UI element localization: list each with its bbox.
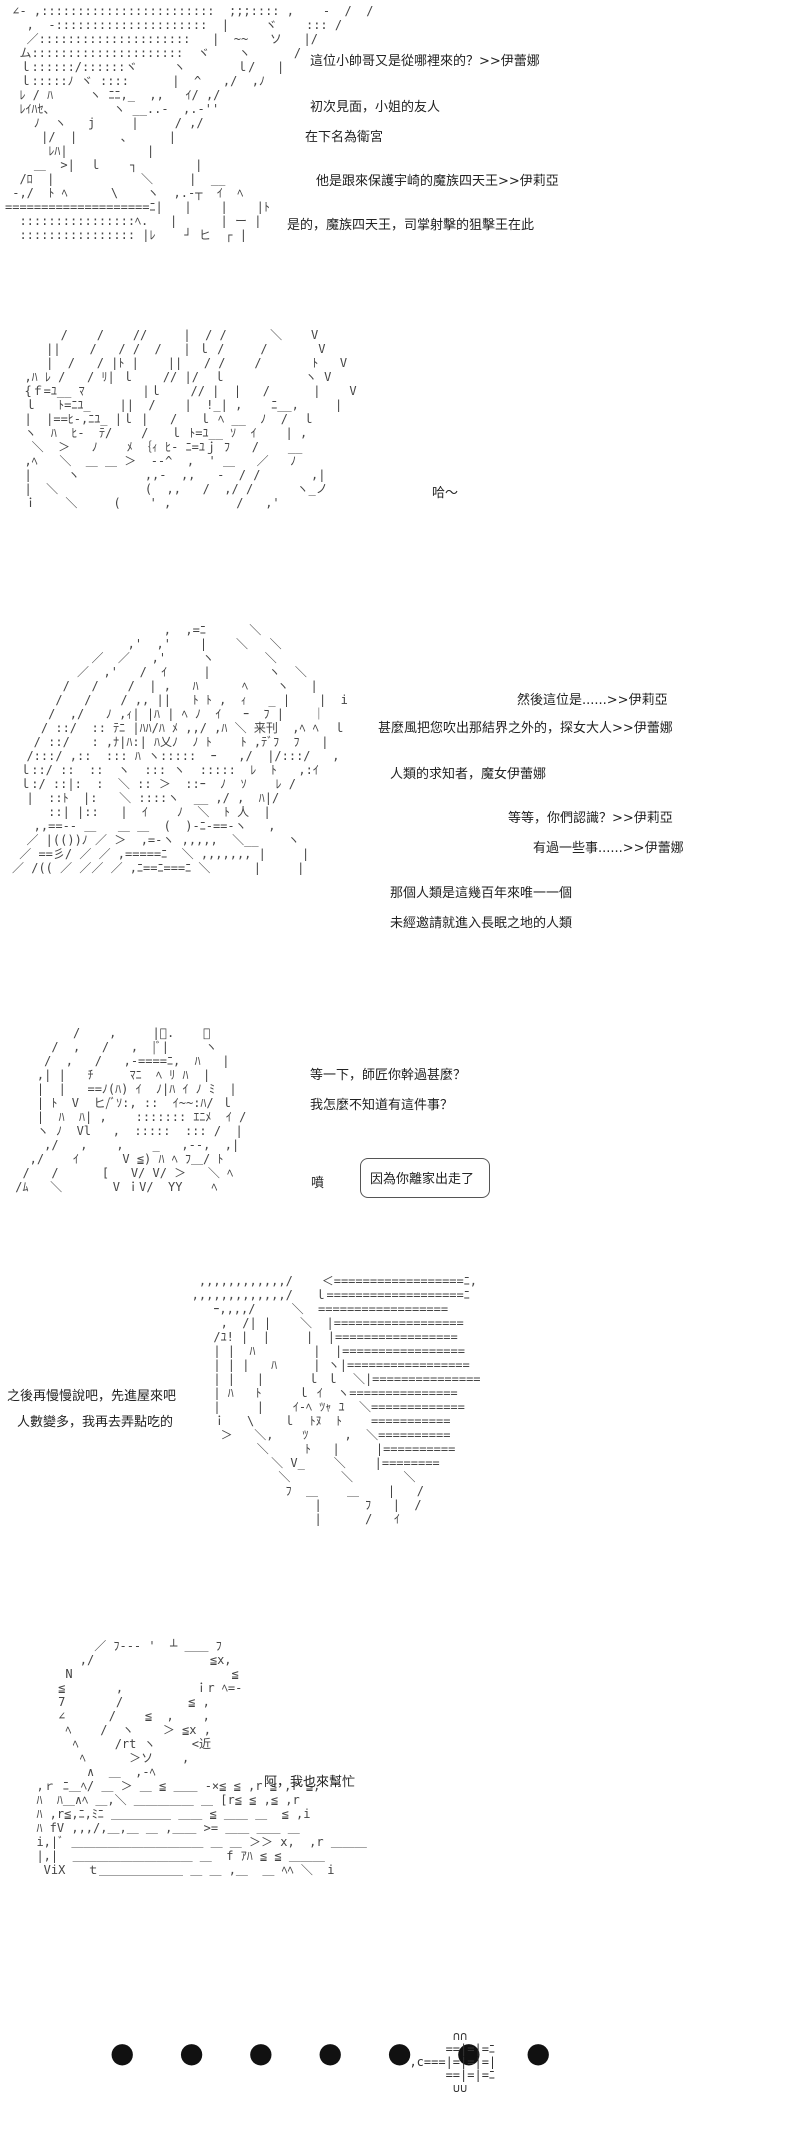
panel-1: ∠- ,:::::::::::::::::::::::: ;;;:::: , -… <box>0 0 800 310</box>
dialogue-line: 之後再慢慢說吧，先進屋來吧 <box>7 1389 177 1404</box>
dialogue-line: 哈～ <box>432 486 459 501</box>
ascii-art-figure-5: ,,,,,,,,,,,,/ ＜==================ﾆ, ,,,,… <box>191 1274 481 1526</box>
dialogue-line: 等等，你們認識？>>伊莉亞 <box>508 811 673 826</box>
dialogue-line: 初次見面，小姐的友人 <box>310 100 441 115</box>
ascii-art-figure-4: / , |ﾞ. ＼ / , / , |ﾞ| ヽ / , / ,-====ﾆ, ﾊ… <box>15 1026 247 1194</box>
ascii-art-figure-2: / / // | / / ＼ V || / / / / | ｌ / / V | … <box>24 328 357 510</box>
dialogue-line: 阿，我也來幫忙 <box>264 1775 356 1790</box>
dialogue-line: 人類的求知者，魔女伊蕾娜 <box>390 767 547 782</box>
speech-bubble <box>360 1158 490 1198</box>
dialogue-line: 是的，魔族四天王，司掌射擊的狙擊王在此 <box>287 218 535 233</box>
dialogue-line: 那個人類是這幾百年來唯一一個 <box>390 886 573 901</box>
dialogue-line: 這位小帥哥又是從哪裡來的？>>伊蕾娜 <box>310 54 540 69</box>
ascii-art-figure-1: ∠- ,:::::::::::::::::::::::: ;;;:::: , -… <box>5 4 374 242</box>
panel-2: / / // | / / ＼ V || / / / / | ｌ / / V | … <box>0 320 800 610</box>
panel-4: / , |ﾞ. ＼ / , / , |ﾞ| ヽ / , / ,-====ﾆ, ﾊ… <box>0 1020 800 1260</box>
dialogue-line: 甚麼風把您吹出那結界之外的，探女大人>>伊蕾娜 <box>378 721 673 736</box>
dialogue-line: 有過一些事......>>伊蕾娜 <box>533 841 684 856</box>
dialogue-line: 他是跟來保護宇崎的魔族四天王>>伊莉亞 <box>316 174 559 189</box>
ascii-art-figure-6: ／ ﾌ--- ' ┴ ＿＿ ﾌ ,/ ≦x, N ≦ ≦ , ｉr ﾍ=- 7 … <box>36 1639 367 1877</box>
dialogue-line: 未經邀請就進入長眠之地的人類 <box>390 916 573 931</box>
dialogue-line: 噴 <box>311 1176 325 1191</box>
panel-6: ／ ﾌ--- ' ┴ ＿＿ ﾌ ,/ ≦x, N ≦ ≦ , ｉr ﾍ=- 7 … <box>0 1635 800 2015</box>
ellipsis-dots: ● ● ● ● ● ● ● <box>110 2036 569 2069</box>
dialogue-line: 人數變多，我再去弄點吃的 <box>17 1415 174 1430</box>
ascii-art-figure-3: , ,=ﾆ ＼ ,' ,' | ＼ ＼ ／ ／ ,' ヽ ＼ ／ ,' / ｲ … <box>12 623 348 875</box>
dialogue-line: 然後這位是......>>伊莉亞 <box>517 693 668 708</box>
dialogue-line: 等一下，師匠你幹過甚麼？ <box>310 1068 467 1083</box>
bubble-text: 因為你離家出走了 <box>370 1172 475 1187</box>
dialogue-line: 在下名為衛宮 <box>305 130 384 145</box>
panel-3: , ,=ﾆ ＼ ,' ,' | ＼ ＼ ／ ／ ,' ヽ ＼ ／ ,' / ｲ … <box>0 615 800 1015</box>
panel-5: ,,,,,,,,,,,,/ ＜==================ﾆ, ,,,,… <box>0 1270 800 1630</box>
weapon-icon: ∩∩ ==|=|=ﾆ ,c===|=|=|=| ==|=|=ﾆ ∪∪ <box>409 2029 497 2095</box>
dialogue-line: 我怎麼不知道有這件事？ <box>310 1098 454 1113</box>
